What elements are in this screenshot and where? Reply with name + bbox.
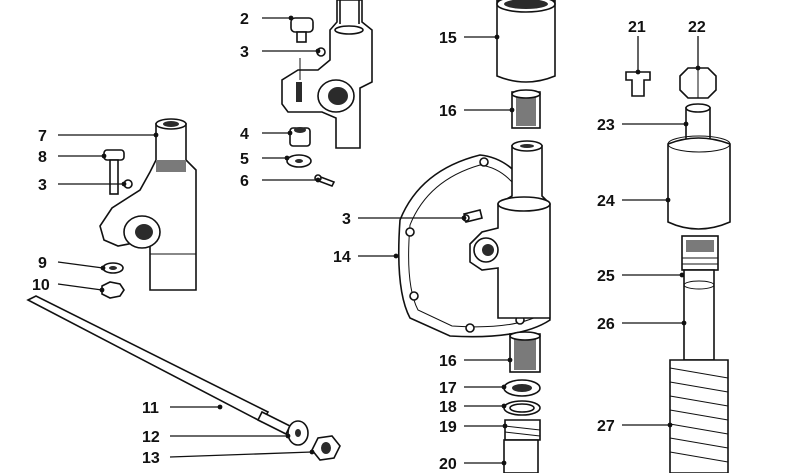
callout-14: 14	[333, 249, 351, 266]
leader-dots	[99, 15, 701, 466]
callout-9: 9	[38, 255, 47, 272]
callout-17: 17	[439, 380, 457, 397]
part-21-cap	[625, 71, 651, 97]
part-5-washer	[286, 154, 312, 168]
callout-23: 23	[597, 117, 615, 134]
part-25-collar	[681, 235, 719, 271]
callout-18: 18	[439, 399, 457, 416]
center-tube	[469, 140, 551, 319]
part-9-washer	[102, 262, 124, 274]
part-22-nut	[679, 67, 717, 99]
part-24-body	[667, 135, 731, 230]
callout-2: 2	[240, 11, 249, 28]
callout-labels: 2 3 4 5 6 7 8 3 9 10 11 12 13 15 16 3 14…	[32, 11, 706, 473]
callout-24: 24	[597, 193, 615, 210]
part-26-rod	[683, 269, 715, 361]
part-17-seal	[503, 379, 541, 397]
part-18-ring	[503, 400, 541, 416]
callout-16-lower: 16	[439, 353, 457, 370]
callout-16-upper: 16	[439, 103, 457, 120]
callout-27: 27	[597, 418, 615, 435]
part-16-bushing-lower	[509, 331, 541, 373]
callout-15: 15	[439, 30, 457, 47]
callout-25: 25	[597, 268, 615, 285]
part-11-rod	[26, 295, 292, 436]
callout-26: 26	[597, 316, 615, 333]
callout-4: 4	[240, 126, 249, 143]
callout-11: 11	[142, 400, 159, 417]
callout-19: 19	[439, 419, 457, 436]
part-13-nut	[311, 435, 341, 461]
callout-7: 7	[38, 128, 47, 145]
callout-20: 20	[439, 456, 457, 473]
upper-housing	[281, 0, 373, 149]
callout-12: 12	[142, 429, 160, 446]
part-19-spring	[504, 419, 541, 441]
callout-8: 8	[38, 149, 47, 166]
part-8-bolt	[103, 149, 125, 195]
callout-5: 5	[240, 151, 249, 168]
part-16-bushing-upper	[511, 89, 541, 129]
callout-10: 10	[32, 277, 50, 294]
callout-3-left: 3	[38, 177, 47, 194]
part-10-nut	[101, 281, 125, 299]
callout-21: 21	[628, 19, 646, 36]
callout-13: 13	[142, 450, 160, 467]
part-4-bushing	[289, 127, 311, 147]
callout-22: 22	[688, 19, 706, 36]
part-12-washer	[287, 420, 309, 446]
part-20-tube	[503, 439, 539, 473]
callout-3-center: 3	[342, 211, 351, 228]
leader-lines	[57, 17, 699, 464]
callout-6: 6	[240, 173, 249, 190]
left-bracket-housing	[99, 118, 197, 291]
part-27-spring	[669, 359, 729, 473]
part-15-tube	[496, 0, 556, 83]
callout-3-upper: 3	[240, 44, 249, 61]
